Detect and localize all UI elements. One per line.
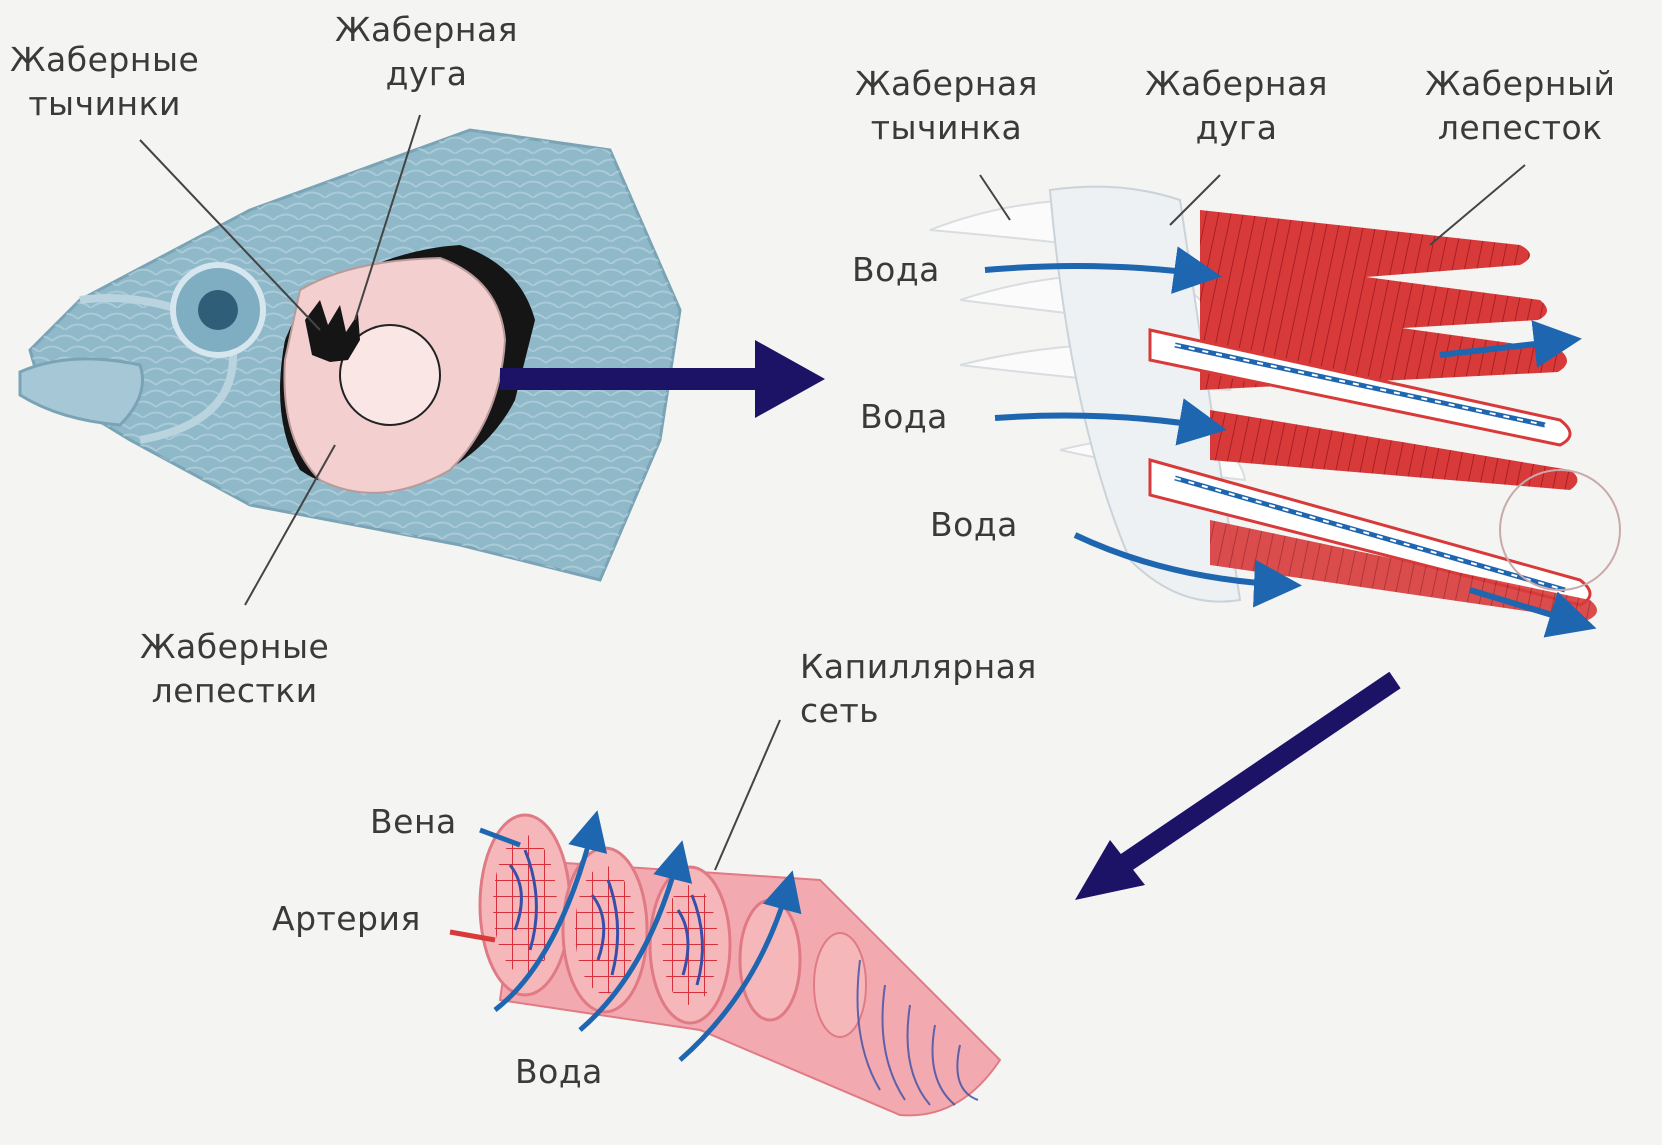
label-detail-filament: Жаберный лепесток [1425,62,1615,150]
label-fish-rakers: Жаберные тычинки [10,38,199,126]
label-detail-filament-text: Жаберный лепесток [1425,62,1615,150]
label-fish-arch: Жаберная дуга [335,8,518,96]
label-detail-raker-text: Жаберная тычинка [855,62,1038,150]
label-capillary-text: Капиллярная сеть [800,645,1037,733]
label-artery: Артерия [272,897,421,941]
gill-detail [930,187,1620,625]
label-fish-rakers-text: Жаберные тычинки [10,38,199,126]
fish-eye [173,265,263,355]
label-detail-raker: Жаберная тычинка [855,62,1038,150]
gill-filaments [1150,210,1620,620]
label-capillary: Капиллярная сеть [800,645,1037,733]
label-fish-filaments-text: Жаберные лепестки [140,625,329,713]
label-fish-filaments: Жаберные лепестки [140,625,329,713]
label-water-1: Вода [852,248,940,292]
label-water-2: Вода [860,395,948,439]
label-detail-arch: Жаберная дуга [1145,62,1328,150]
label-water-bottom: Вода [515,1050,603,1094]
capillary-leader-line [715,720,780,870]
label-water-3: Вода [930,503,1018,547]
label-detail-arch-text: Жаберная дуга [1145,62,1328,150]
label-vein: Вена [370,800,457,844]
label-fish-arch-text: Жаберная дуга [335,8,518,96]
arrow-to-capillary [1075,680,1395,900]
